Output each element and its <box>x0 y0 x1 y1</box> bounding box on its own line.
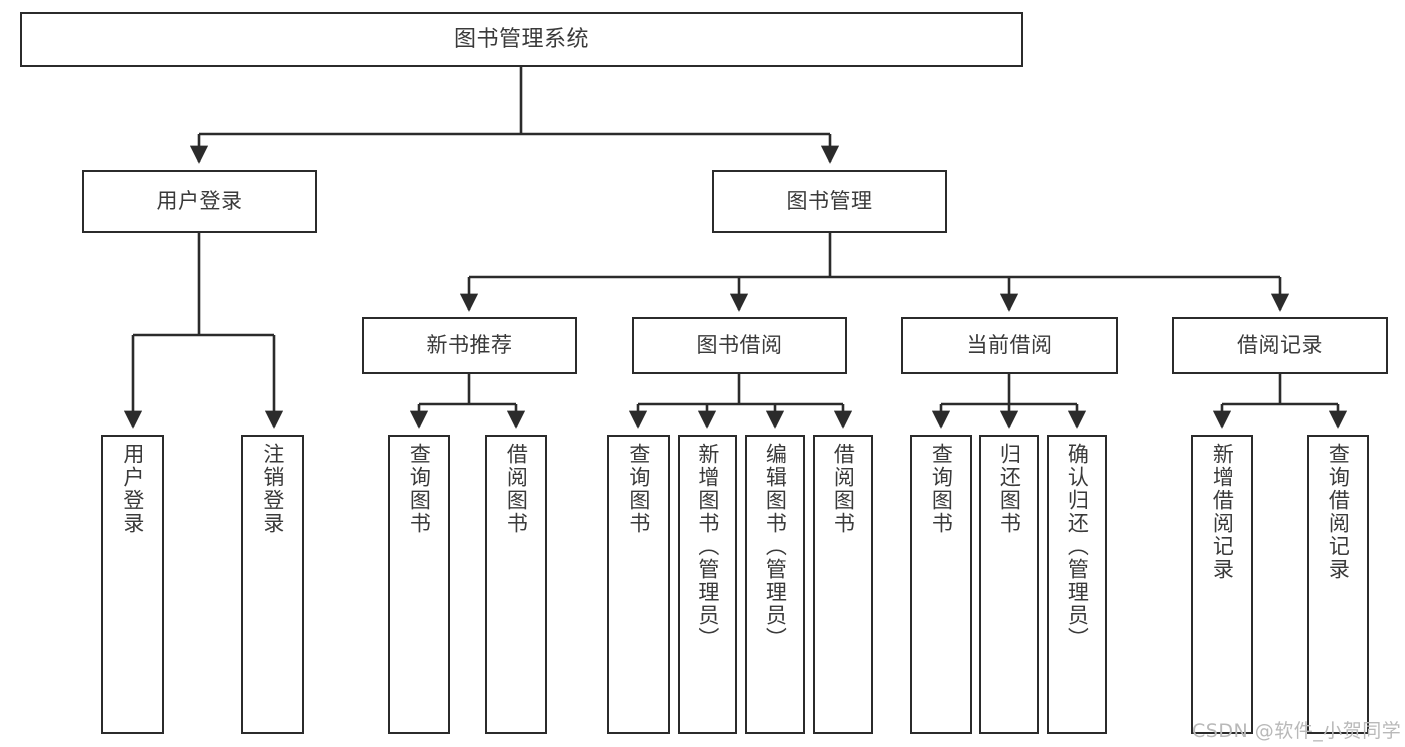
leaf-label: 新增借阅记录 <box>1210 443 1235 581</box>
leaf-label: 编辑图书（管理员） <box>763 443 788 650</box>
leaf-label: 新增图书（管理员） <box>695 443 720 650</box>
leaf-label: 确认归还（管理员） <box>1065 443 1090 650</box>
node-book-management[interactable]: 图书管理 <box>712 170 947 233</box>
leaf-label: 查询借阅记录 <box>1326 443 1351 581</box>
leaf-label: 注销登录 <box>260 443 285 535</box>
node-current-borrow-label: 当前借阅 <box>966 333 1053 358</box>
leaf-current-borrow-return[interactable]: 归还图书 <box>979 435 1039 734</box>
node-new-book-recommend-label: 新书推荐 <box>426 333 513 358</box>
leaf-label: 查询图书 <box>929 443 954 535</box>
leaf-label: 查询图书 <box>407 443 432 535</box>
leaf-book-borrow-query[interactable]: 查询图书 <box>607 435 670 734</box>
node-book-management-label: 图书管理 <box>786 189 873 214</box>
node-root[interactable]: 图书管理系统 <box>20 12 1023 67</box>
leaf-current-borrow-query[interactable]: 查询图书 <box>910 435 972 734</box>
leaf-book-borrow-add[interactable]: 新增图书（管理员） <box>678 435 737 734</box>
leaf-label: 借阅图书 <box>831 443 856 535</box>
csdn-watermark: CSDN @软件_小贺同学 <box>1192 720 1402 742</box>
node-book-borrow[interactable]: 图书借阅 <box>632 317 847 374</box>
leaf-book-borrow-edit[interactable]: 编辑图书（管理员） <box>745 435 805 734</box>
node-user-login[interactable]: 用户登录 <box>82 170 317 233</box>
leaf-label: 用户登录 <box>120 443 145 535</box>
leaf-current-borrow-confirm[interactable]: 确认归还（管理员） <box>1047 435 1107 734</box>
node-borrow-record-label: 借阅记录 <box>1237 333 1323 358</box>
node-root-label: 图书管理系统 <box>453 26 589 52</box>
node-book-borrow-label: 图书借阅 <box>696 333 783 358</box>
node-borrow-record[interactable]: 借阅记录 <box>1172 317 1388 374</box>
node-current-borrow[interactable]: 当前借阅 <box>901 317 1118 374</box>
node-user-login-label: 用户登录 <box>156 189 243 214</box>
leaf-borrow-record-add[interactable]: 新增借阅记录 <box>1191 435 1253 734</box>
leaf-borrow-record-query[interactable]: 查询借阅记录 <box>1307 435 1369 734</box>
leaf-user-login-logout[interactable]: 注销登录 <box>241 435 304 734</box>
leaf-book-borrow-borrow[interactable]: 借阅图书 <box>813 435 873 734</box>
leaf-user-login-login[interactable]: 用户登录 <box>101 435 164 734</box>
leaf-label: 借阅图书 <box>504 443 529 535</box>
leaf-label: 归还图书 <box>997 443 1022 535</box>
node-new-book-recommend[interactable]: 新书推荐 <box>362 317 577 374</box>
leaf-new-book-borrow[interactable]: 借阅图书 <box>485 435 547 734</box>
leaf-new-book-query[interactable]: 查询图书 <box>388 435 450 734</box>
leaf-label: 查询图书 <box>626 443 651 535</box>
